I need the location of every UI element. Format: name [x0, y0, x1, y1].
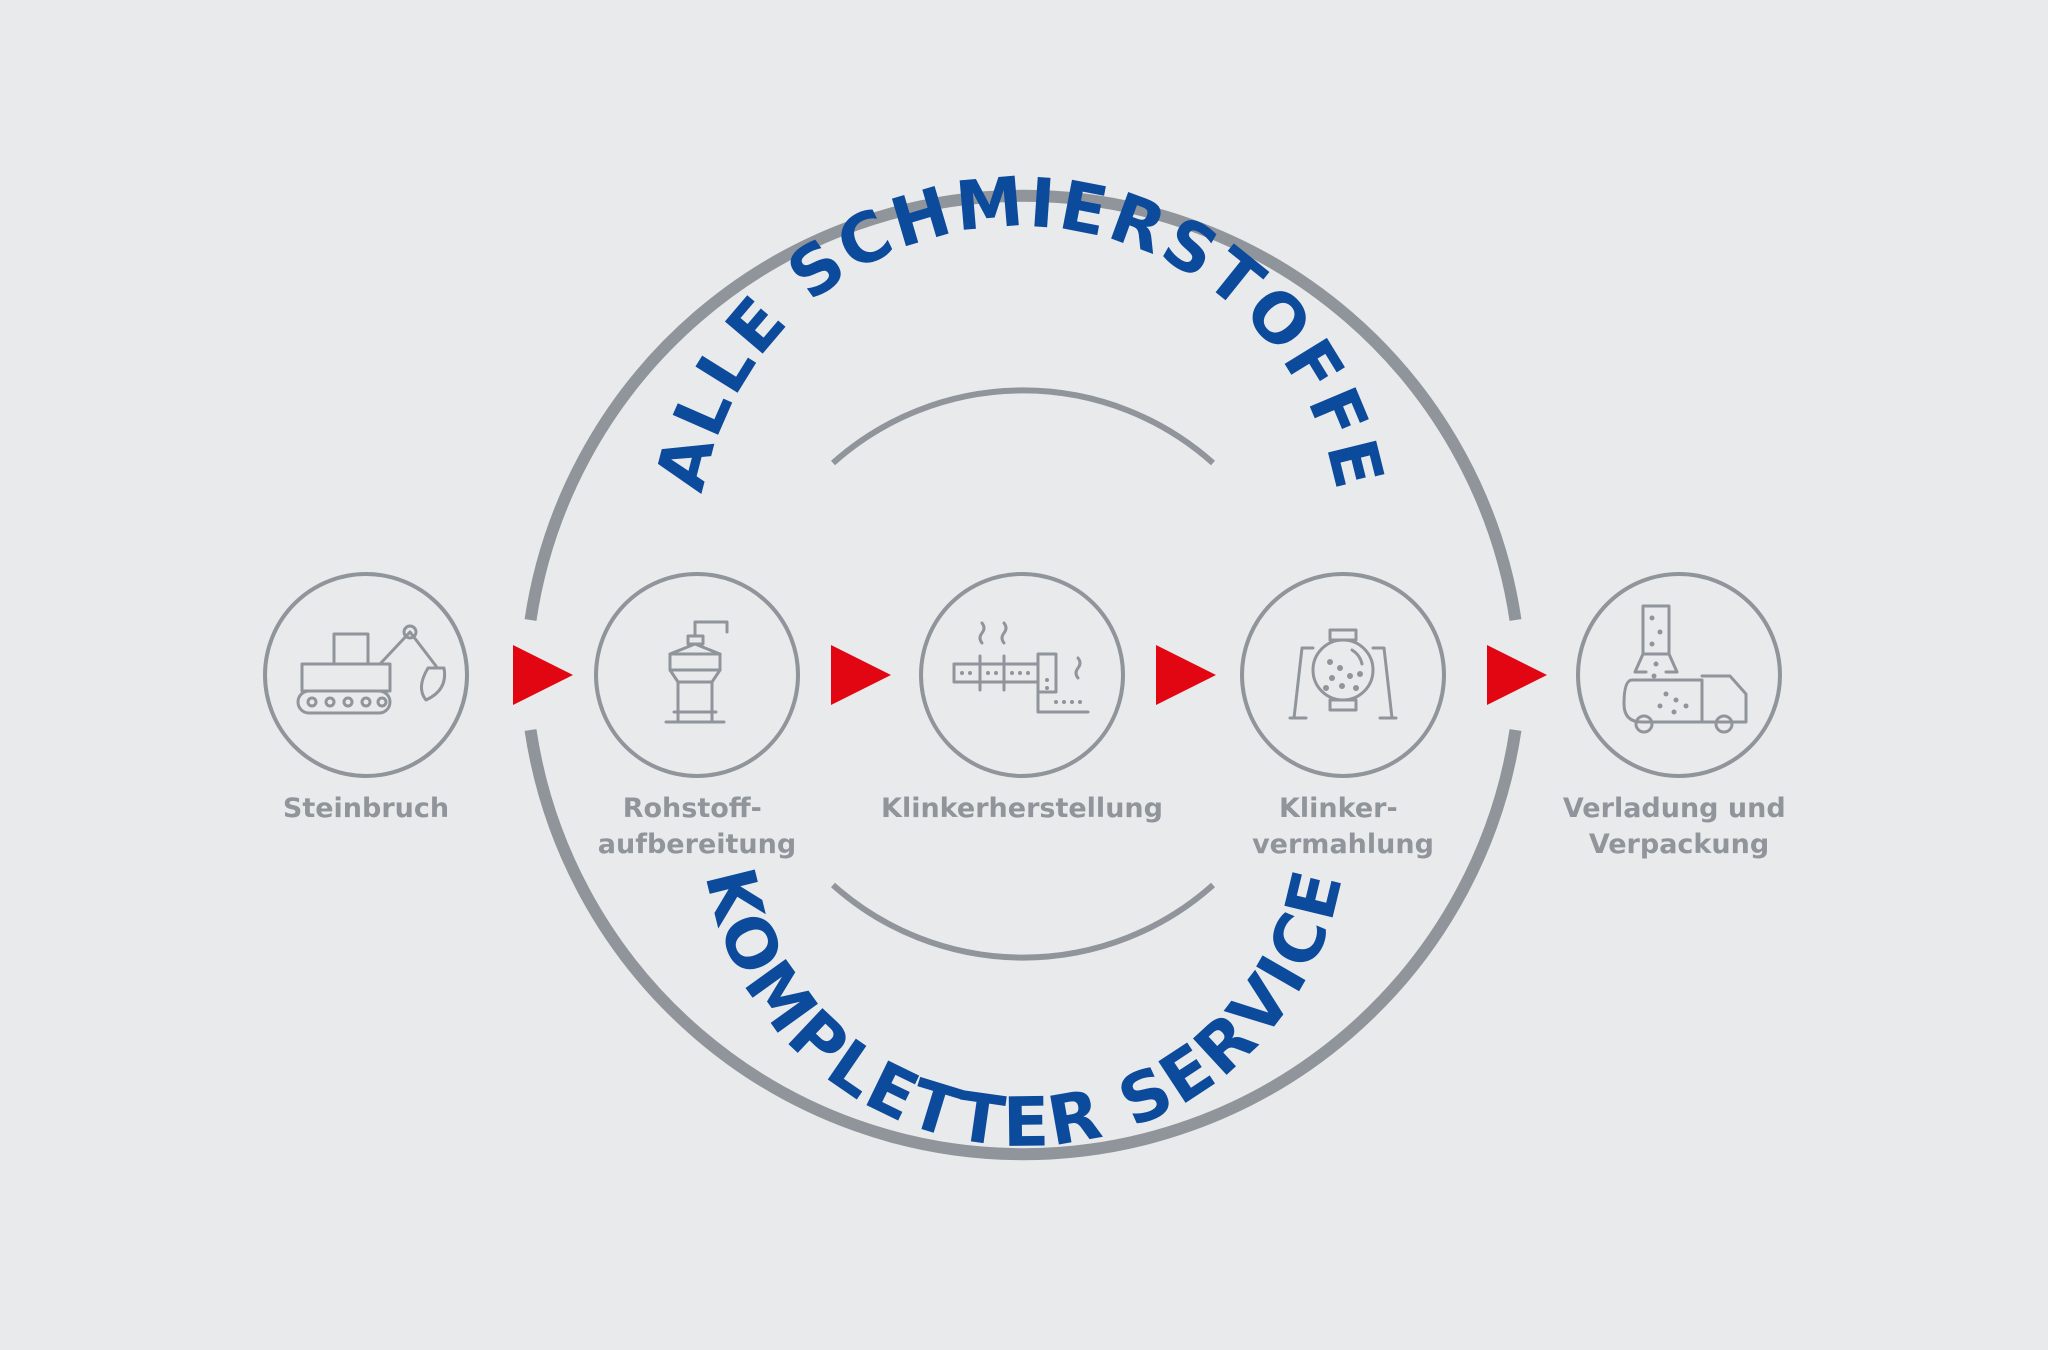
ball-mill-icon — [1288, 628, 1398, 720]
loading-truck-icon — [1622, 604, 1748, 734]
step-circle-steinbruch — [263, 572, 469, 778]
excavator-icon — [296, 624, 447, 715]
arrow-right-icon — [831, 645, 891, 705]
step-label-steinbruch: Steinbruch — [283, 793, 449, 824]
kiln-icon — [952, 621, 1090, 714]
inner-arc-bottom — [831, 882, 1215, 961]
headline-bottom: KOMPLETTER SERVICE — [689, 861, 1360, 1163]
arrow-right-icon — [513, 645, 573, 705]
outer-ring-bottom — [524, 729, 1522, 1161]
step-label-klinkerherstellung: Klinkerherstellung — [881, 793, 1163, 824]
step-label-klinkervermahlung: Klinker- vermahlung — [1252, 793, 1434, 860]
step-label-verladung: Verladung und Verpackung — [1563, 793, 1795, 860]
arrow-right-icon — [1487, 645, 1547, 705]
inner-arc-top — [831, 387, 1215, 466]
outer-ring-top — [524, 189, 1522, 621]
headline-top: ALLE SCHMIERSTOFFE — [641, 163, 1398, 499]
step-circle-klinkervermahlung — [1240, 572, 1446, 778]
arrow-right-icon — [1156, 645, 1216, 705]
step-circle-rohstoff — [594, 572, 800, 778]
silo-icon — [664, 620, 729, 724]
step-circle-verladung — [1576, 572, 1782, 778]
step-circle-klinkerherstellung — [919, 572, 1125, 778]
step-label-rohstoff: Rohstoff- aufbereitung — [598, 793, 796, 860]
